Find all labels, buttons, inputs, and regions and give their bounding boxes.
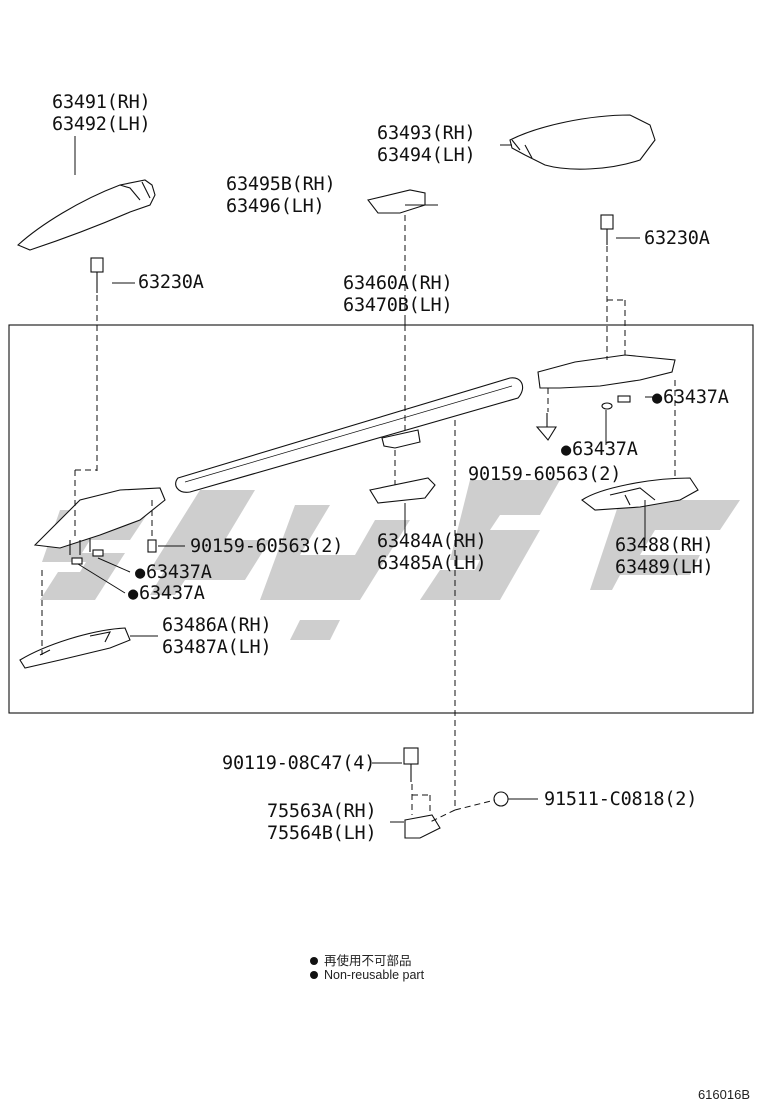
center-pad <box>369 477 436 504</box>
label-63488: 63488(RH) <box>615 535 714 556</box>
bullet-icon <box>310 957 318 965</box>
bolt-left <box>90 257 104 293</box>
end-cover-rear <box>509 114 656 170</box>
main-rail <box>175 377 524 493</box>
label-63492: 63492(LH) <box>52 114 151 135</box>
legend-text-en: Non-reusable part <box>324 968 425 982</box>
label-75564b: 75564B(LH) <box>267 823 377 844</box>
legend-text-jp: 再使用不可部品 <box>324 954 412 968</box>
assembly-frame <box>8 324 754 714</box>
label-63494: 63494(LH) <box>377 145 476 166</box>
label-63485a: 63485A(LH) <box>377 553 487 574</box>
label-63489: 63489(LH) <box>615 557 714 578</box>
label-63470b: 63470B(LH) <box>343 295 453 316</box>
diagram-code: 616016B <box>697 1087 750 1102</box>
rail-cap <box>367 189 426 214</box>
label-91511: 91511-C0818(2) <box>544 789 698 810</box>
label-63230a-left: 63230A <box>138 272 204 293</box>
label-63230a-right: 63230A <box>644 228 710 249</box>
bolt-right <box>600 214 614 245</box>
label-90159-left: 90159-60563(2) <box>190 536 344 557</box>
left-leg <box>33 487 166 549</box>
label-63495b: 63495B(RH) <box>226 174 336 195</box>
label-63491: 63491(RH) <box>52 92 151 113</box>
label-63487a: 63487A(LH) <box>162 637 272 658</box>
label-63486a: 63486A(RH) <box>162 615 272 636</box>
label-63460a: 63460A(RH) <box>343 273 453 294</box>
label-63437a-right-2: 63437A <box>561 439 638 461</box>
label-63437a-left-2: 63437A <box>128 583 205 605</box>
label-63437a-left-1: 63437A <box>135 562 212 584</box>
label-63496: 63496(LH) <box>226 196 325 217</box>
left-pad <box>19 627 131 669</box>
label-63437a-right-1: 63437A <box>652 387 729 409</box>
right-pad <box>581 477 699 511</box>
label-90119: 90119-08C47(4) <box>222 753 376 774</box>
legend-line-en: Non-reusable part <box>310 968 424 982</box>
bullet-icon <box>310 971 318 979</box>
label-63493: 63493(RH) <box>377 123 476 144</box>
legend-line-jp: 再使用不可部品 <box>310 950 412 969</box>
label-75563a: 75563A(RH) <box>267 801 377 822</box>
label-63484a: 63484A(RH) <box>377 531 487 552</box>
bracket <box>404 814 441 839</box>
end-cover-front <box>16 179 156 251</box>
right-leg <box>537 354 676 389</box>
label-90159-right: 90159-60563(2) <box>468 464 622 485</box>
